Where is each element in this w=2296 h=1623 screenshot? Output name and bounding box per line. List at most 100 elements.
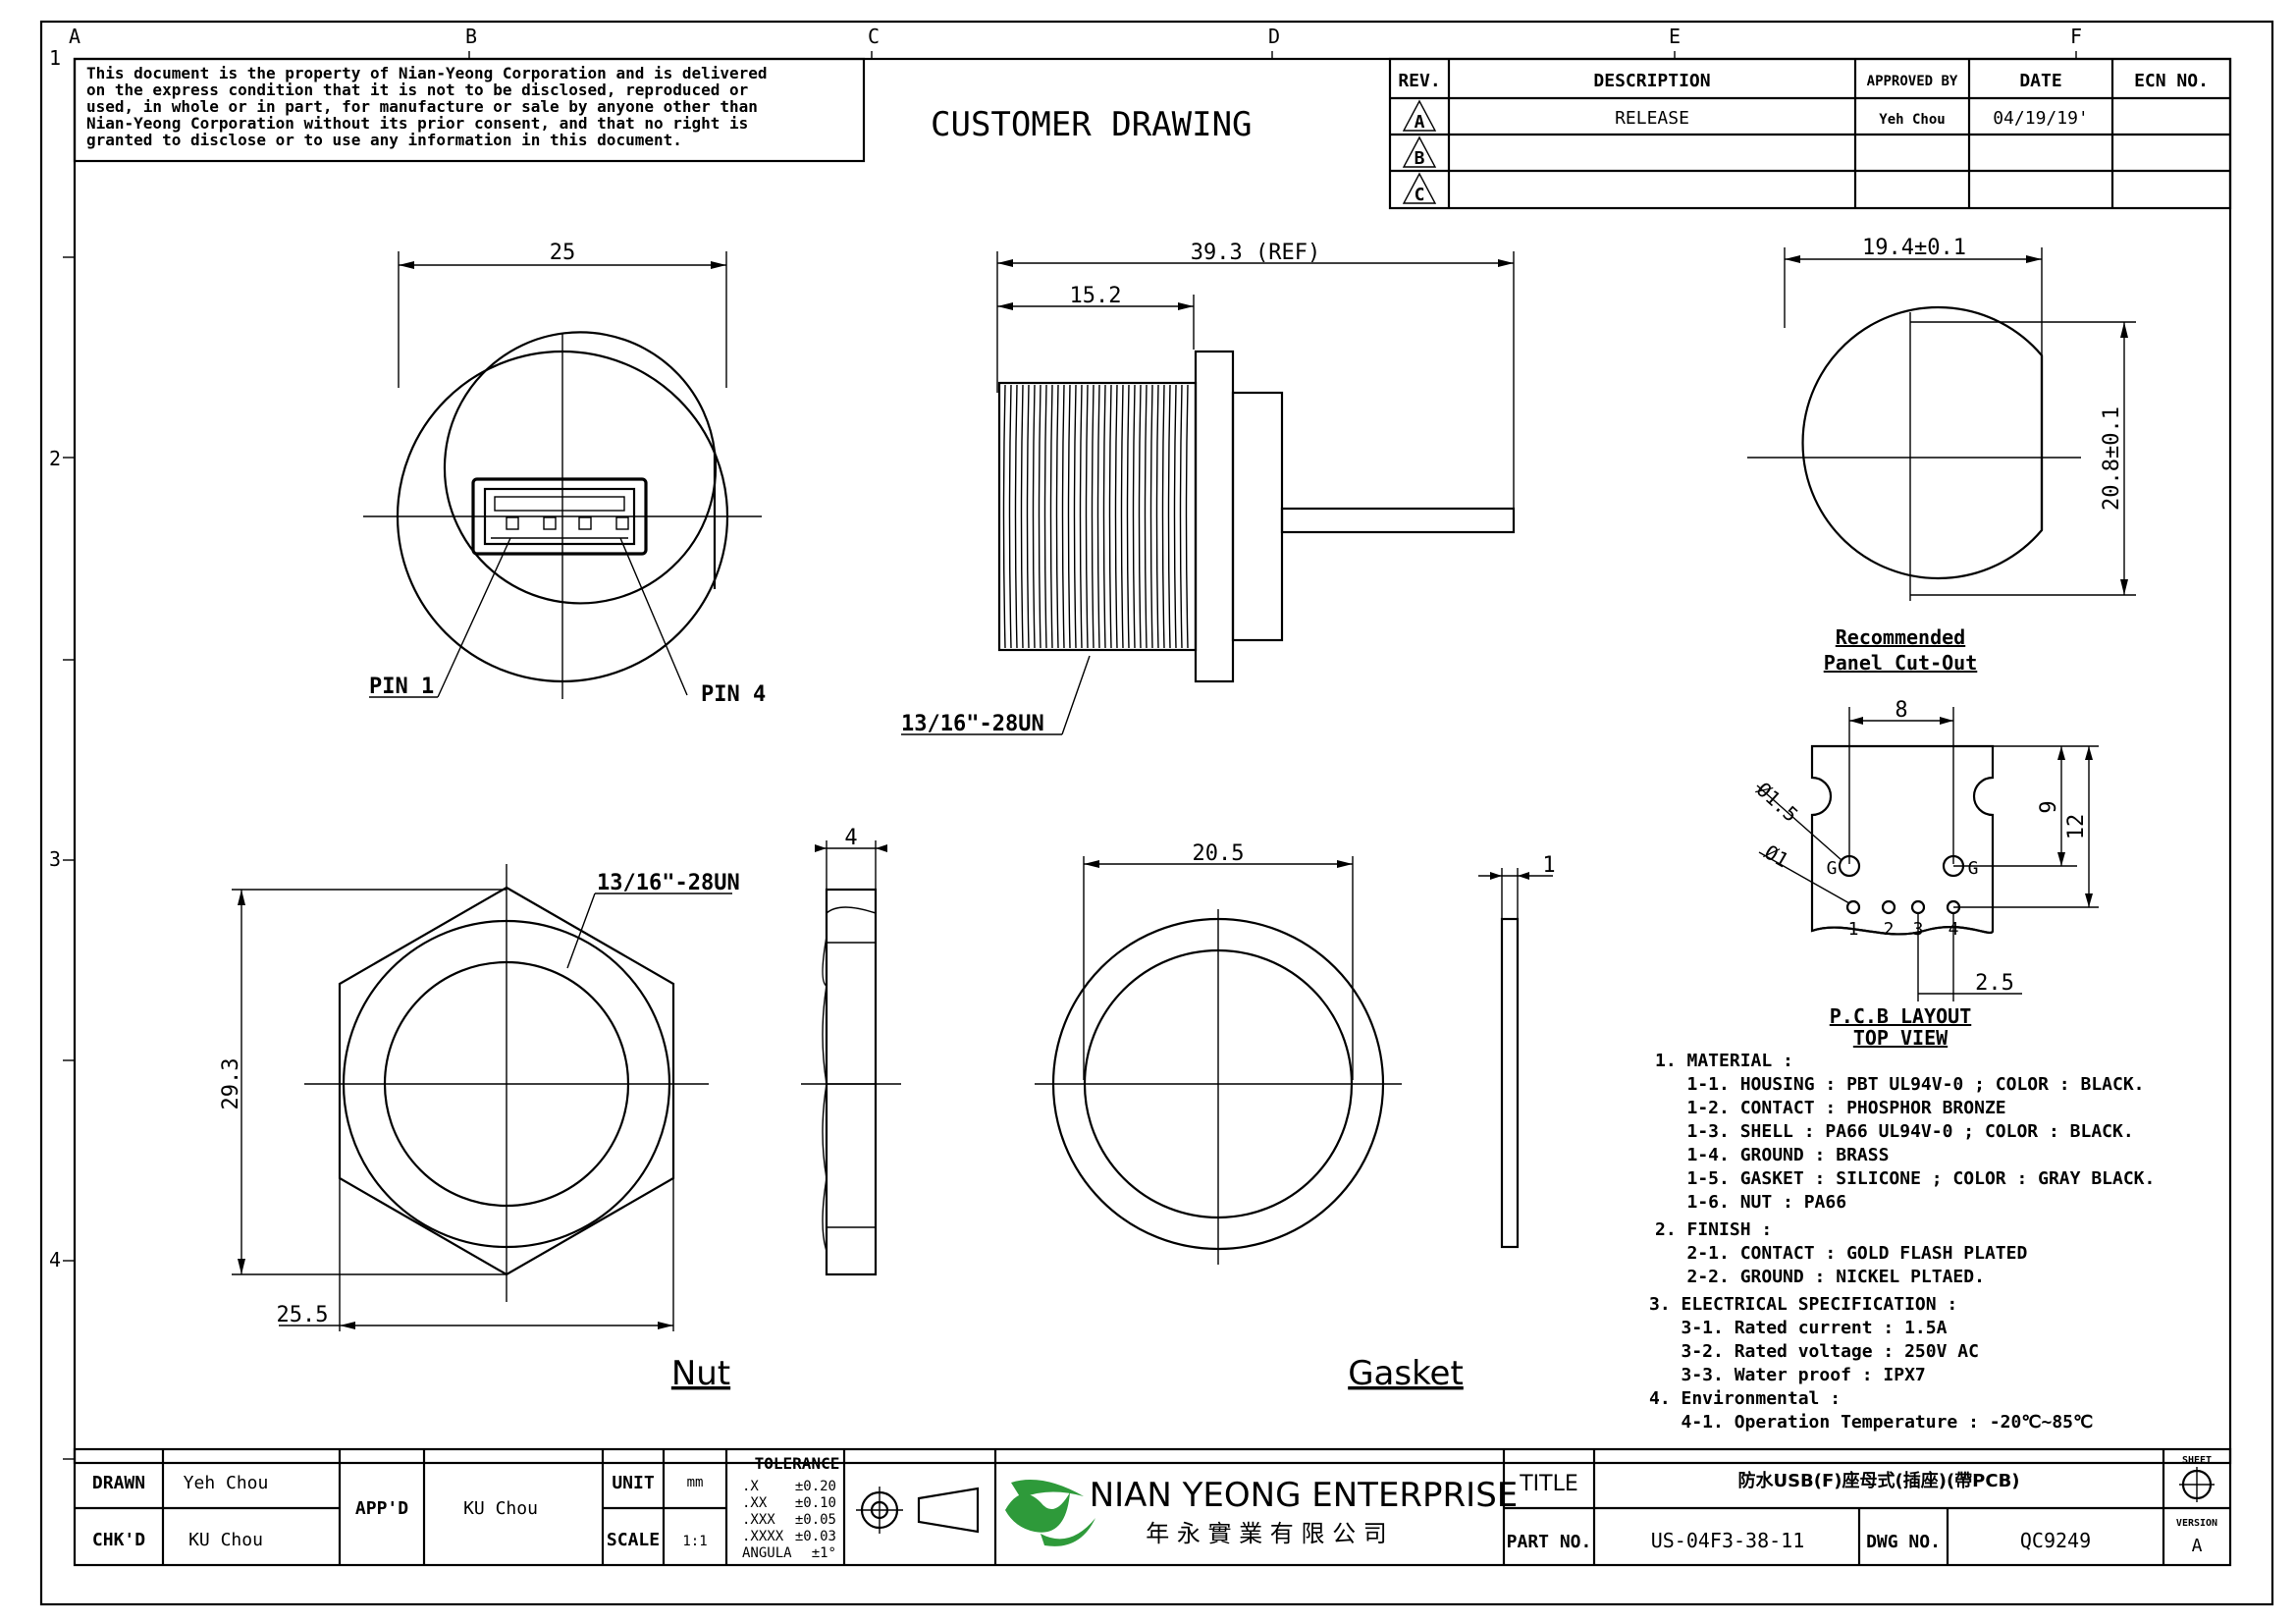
cutout-dim-width: 19.4±0.1 — [1862, 236, 1966, 260]
note-line-3: 1-2. CONTACT : PHOSPHOR BRONZE — [1655, 1098, 2006, 1118]
tb-tol-v-0: ±0.20 — [795, 1479, 836, 1494]
pcb-dim-25: 2.5 — [1975, 971, 2014, 996]
side-view: 39.3 (REF) 15.2 13/16"-28UN — [901, 241, 1516, 736]
gasket-dim-thickness: 1 — [1542, 853, 1555, 878]
grid-col-a: A — [69, 25, 80, 48]
rev-header-date: DATE — [2019, 71, 2061, 91]
nut-dim-height: 29.3 — [219, 1058, 243, 1110]
tb-partno-label: PART NO. — [1507, 1532, 1592, 1552]
rev-a-date: 04/19/19' — [1993, 108, 2089, 129]
note-line-9: 2-1. CONTACT : GOLD FLASH PLATED — [1655, 1243, 2027, 1264]
grid-row-2: 2 — [49, 447, 61, 470]
note-line-6: 1-5. GASKET : SILICONE ; COLOR : GRAY BL… — [1655, 1168, 2155, 1189]
company-name-en: NIAN YEONG ENTERPRISE — [1090, 1476, 1519, 1515]
drawing-title: CUSTOMER DRAWING — [931, 105, 1253, 144]
note-line-7: 1-6. NUT : PA66 — [1655, 1192, 1846, 1213]
svg-text:B: B — [1415, 148, 1425, 169]
note-line-11: 3. ELECTRICAL SPECIFICATION : — [1649, 1294, 1957, 1315]
note-line-12: 3-1. Rated current : 1.5A — [1649, 1318, 1948, 1338]
gasket-dim-diameter: 20.5 — [1193, 841, 1245, 866]
notice-line-3: used, in whole or in part, for manufactu… — [86, 97, 758, 116]
pcb-label-2: TOP VIEW — [1853, 1026, 1949, 1050]
pcb-dim-9: 9 — [2037, 800, 2061, 813]
nut-side-view: 4 — [801, 826, 901, 1276]
cutout-dim-height: 20.8±0.1 — [2100, 406, 2124, 511]
cutout-label-2: Panel Cut-Out — [1824, 651, 1978, 675]
notice-line-2: on the express condition that it is not … — [86, 81, 748, 99]
nut-view: 29.3 25.5 13/16"-28UN Nut — [219, 864, 740, 1393]
grid-row-labels: 1 2 3 4 — [49, 46, 61, 1271]
panel-cutout: 19.4±0.1 20.8±0.1 Recommended Panel Cut-… — [1747, 236, 2136, 675]
note-line-5: 1-4. GROUND : BRASS — [1655, 1145, 1889, 1165]
rev-header-ecn: ECN NO. — [2134, 71, 2209, 91]
tb-scale: 1:1 — [682, 1534, 707, 1549]
rev-a-description: RELEASE — [1615, 108, 1689, 129]
rev-marker-b: B — [1402, 135, 1437, 169]
nut-dim-thickness: 4 — [844, 826, 857, 850]
grid-row-1: 1 — [49, 46, 61, 70]
front-dim-width: 25 — [550, 241, 576, 265]
tb-version-label: VERSION — [2176, 1518, 2217, 1529]
note-line-4: 1-3. SHELL : PA66 UL94V-0 ; COLOR : BLAC… — [1655, 1121, 2134, 1142]
company-logo-icon — [1005, 1480, 1095, 1546]
grid-col-f: F — [2070, 25, 2082, 48]
rev-marker-c: C — [1402, 172, 1437, 205]
revision-table: REV. DESCRIPTION APPROVED BY DATE ECN NO… — [1388, 57, 2232, 210]
tb-tol-k-4: ANGULA — [742, 1545, 792, 1561]
svg-text:C: C — [1415, 185, 1425, 205]
tb-tol-v-4: ±1° — [812, 1545, 836, 1561]
tb-tol-v-2: ±0.05 — [795, 1512, 836, 1528]
tb-unit: mm — [687, 1475, 704, 1490]
tb-appd: KU Chou — [463, 1498, 538, 1519]
side-dim-total: 39.3 (REF) — [1191, 241, 1320, 265]
tb-tol-k-0: .X — [742, 1479, 759, 1494]
tb-tol-v-1: ±0.10 — [795, 1495, 836, 1511]
tb-drawn: Yeh Chou — [184, 1473, 269, 1493]
tb-partno: US-04F3-38-11 — [1651, 1529, 1805, 1552]
note-line-2: 1-1. HOUSING : PBT UL94V-0 ; COLOR : BLA… — [1655, 1074, 2145, 1095]
notice-text: This document is the property of Nian-Ye… — [86, 64, 768, 149]
notice-line-1: This document is the property of Nian-Ye… — [86, 64, 768, 82]
title-block: DRAWN Yeh Chou CHK'D KU Chou APP'D KU Ch… — [73, 1447, 2232, 1567]
gasket-view: 20.5 Gasket — [1035, 841, 1464, 1393]
tb-tolerance-title: TOLERANCE — [755, 1454, 840, 1473]
pcb-pin-1: 1 — [1848, 919, 1859, 940]
rev-a-approved: Yeh Chou — [1879, 112, 1945, 128]
pcb-g-right: G — [1968, 858, 1979, 879]
pcb-layout: 8 9 12 G G 1 2 3 4 Ø1.5 Ø1 — [1752, 698, 2099, 1050]
outer-border — [39, 20, 2274, 1606]
tb-sheet-label: SHEET — [2182, 1455, 2212, 1466]
tb-dwgno: QC9249 — [2020, 1529, 2091, 1552]
tb-title-label: TITLE — [1519, 1472, 1578, 1496]
gasket-label: Gasket — [1348, 1354, 1464, 1393]
rev-header-rev: REV. — [1398, 71, 1440, 91]
gasket-side-view: 1 — [1478, 853, 1556, 1249]
tb-dwgno-label: DWG NO. — [1866, 1532, 1941, 1552]
grid-col-d: D — [1268, 25, 1280, 48]
note-line-10: 2-2. GROUND : NICKEL PLTAED. — [1655, 1267, 1985, 1287]
grid-column-ticks — [468, 51, 2077, 59]
note-line-13: 3-2. Rated voltage : 250V AC — [1649, 1341, 1979, 1362]
pin-1-label: PIN 1 — [369, 675, 434, 699]
tb-appd-label: APP'D — [355, 1498, 408, 1519]
pcb-label-1: P.C.B LAYOUT — [1830, 1004, 1972, 1028]
inner-border — [73, 57, 2232, 1465]
notes: 1. MATERIAL : 1-1. HOUSING : PBT UL94V-0… — [1649, 1051, 2155, 1433]
pcb-dim-8: 8 — [1895, 698, 1907, 723]
tb-scale-label: SCALE — [607, 1530, 660, 1550]
grid-row-ticks — [63, 256, 75, 1460]
side-thread-callout: 13/16"-28UN — [901, 712, 1044, 736]
grid-row-3: 3 — [49, 847, 61, 871]
grid-col-e: E — [1669, 25, 1681, 48]
tb-title: 防水USB(F)座母式(插座)(帶PCB) — [1737, 1470, 2019, 1491]
tb-version: A — [2192, 1536, 2203, 1556]
tb-tol-v-3: ±0.03 — [795, 1529, 836, 1544]
nut-thread-callout: 13/16"-28UN — [597, 871, 740, 895]
rev-marker-a: A — [1402, 99, 1437, 133]
grid-row-4: 4 — [49, 1248, 61, 1271]
tb-drawn-label: DRAWN — [92, 1473, 145, 1493]
note-line-16: 4-1. Operation Temperature : -20℃~85℃ — [1649, 1412, 2093, 1433]
note-line-15: 4. Environmental : — [1649, 1388, 1841, 1409]
side-dim-thread: 15.2 — [1070, 284, 1122, 308]
